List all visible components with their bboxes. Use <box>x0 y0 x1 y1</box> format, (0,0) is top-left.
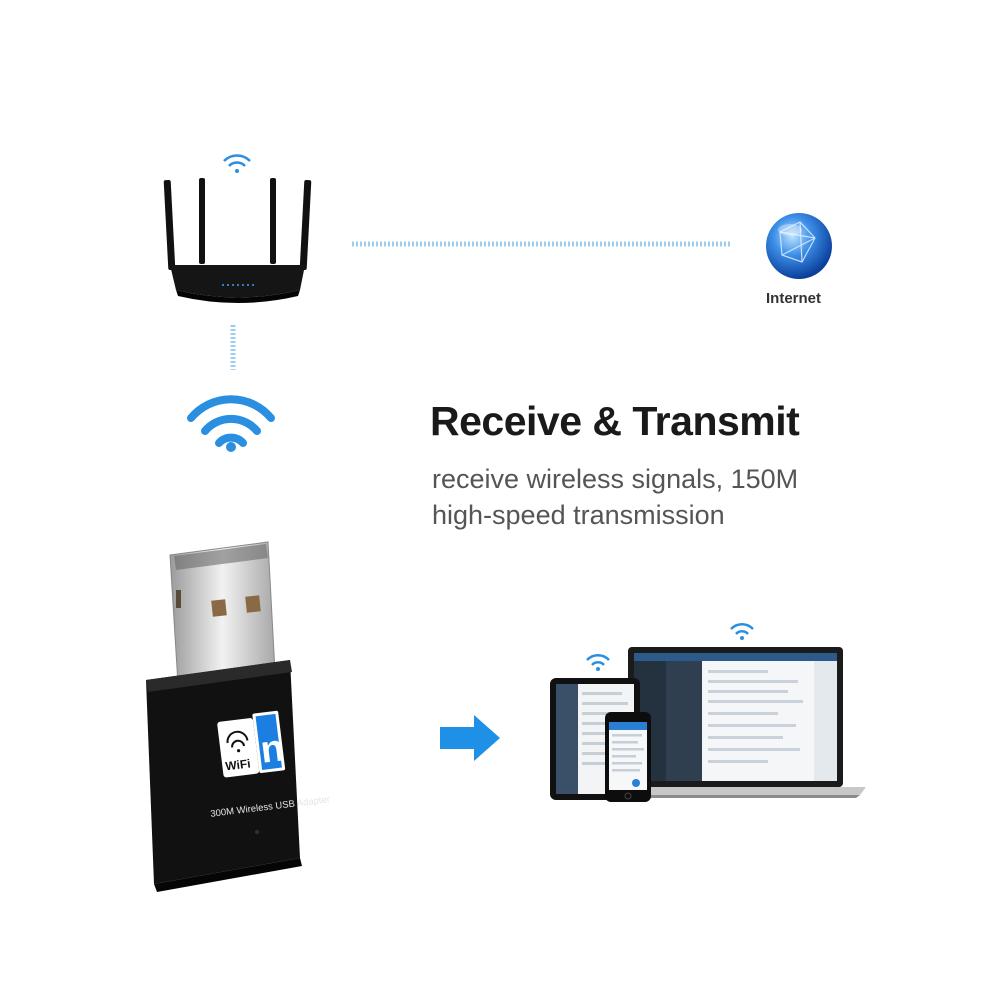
arrow-right-icon <box>440 715 500 761</box>
router-icon <box>163 178 312 303</box>
phone-icon <box>605 712 651 802</box>
laptop-icon <box>612 647 866 798</box>
usb-adapter-icon: WiFi n 300M Wireless USB Adapter <box>146 541 331 892</box>
wifi-icon <box>586 653 610 671</box>
wifi-icon <box>187 395 275 452</box>
wifi-icon <box>730 622 754 640</box>
adapter-wifi-text: WiFi <box>225 756 252 773</box>
adapter-n-text: n <box>258 727 286 772</box>
subtitle-line-1: receive wireless signals, 150M <box>432 464 799 494</box>
page-title: Receive & Transmit <box>430 398 800 444</box>
globe-icon <box>766 213 832 279</box>
subtitle-line-2: high-speed transmission <box>432 500 725 530</box>
internet-label: Internet <box>766 290 822 307</box>
wifi-icon <box>223 154 251 173</box>
